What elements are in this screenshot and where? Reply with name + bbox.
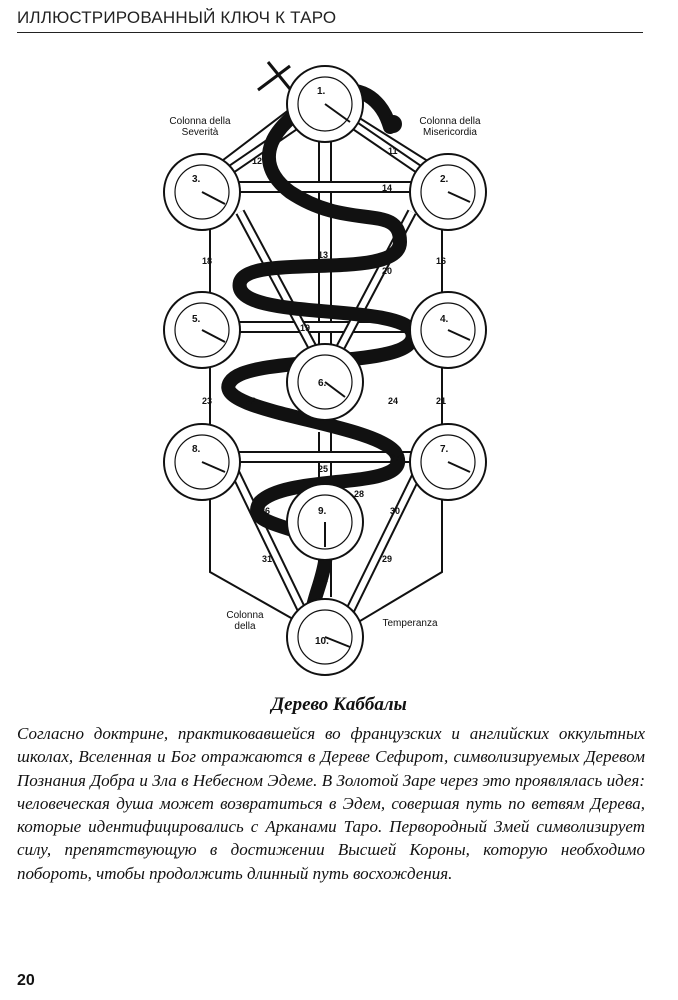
path-number: 17 (268, 266, 278, 276)
tree-of-life-diagram: 1. 2. 3. 4. 5. 6. 7. 8. 9. 10. 14 13 16 … (163, 61, 487, 676)
running-header: ИЛЛЮСТРИРОВАННЫЙ КЛЮЧ К ТАРО (17, 6, 643, 33)
sephira-label: 5. (192, 314, 201, 325)
sephira-label: 10. (315, 636, 329, 647)
body-paragraph: Согласно доктрине, практиковавшейся во ф… (17, 722, 645, 885)
paragraph-text: Согласно доктрине, практиковавшейся во ф… (17, 724, 645, 883)
sephira-label: 6. (318, 378, 327, 389)
path-number: 28 (354, 489, 364, 499)
path-number: 11 (388, 146, 398, 156)
sephira-label: 8. (192, 444, 201, 455)
path-number: 14 (382, 183, 392, 193)
path-number: 29 (382, 554, 392, 564)
page-number: 20 (17, 972, 35, 989)
serpent-head (384, 115, 402, 133)
path-number: 23 (202, 396, 212, 406)
path-number: 19 (300, 323, 310, 333)
sephira-label: 7. (440, 444, 449, 455)
sephira-label: 9. (318, 506, 327, 517)
path-number: 25 (318, 464, 328, 474)
path-number: 32 (318, 574, 328, 584)
path-number: 27 (390, 453, 400, 463)
header-title: ИЛЛЮСТРИРОВАННЫЙ КЛЮЧ К ТАРО (17, 8, 337, 27)
path-number: 26 (260, 506, 270, 516)
sephira-label: 4. (440, 314, 449, 325)
path-number: 21 (436, 396, 446, 406)
figure-caption: Дерево Каббалы (271, 694, 407, 715)
path-number: 24 (388, 396, 398, 406)
tree-of-life-figure: 1. 2. 3. 4. 5. 6. 7. 8. 9. 10. 14 13 16 … (150, 52, 510, 692)
path-number: 30 (390, 506, 400, 516)
path-number: 12 (252, 156, 262, 166)
path-number: 18 (202, 256, 212, 266)
column-label-severity: Colonna della Severità (169, 116, 231, 138)
sephira-label: 2. (440, 174, 449, 185)
path-number: 22 (246, 396, 256, 406)
column-label-temperance: Temperanza (382, 618, 438, 629)
sephira-label: 1. (317, 86, 326, 97)
path-number: 20 (382, 266, 392, 276)
sephira-label: 3. (192, 174, 201, 185)
column-label-mercy: Colonna della Misericordia (419, 116, 481, 138)
column-label-middle: Colonna della (226, 610, 264, 632)
path-number: 31 (262, 554, 272, 564)
path-number: 13 (318, 250, 328, 260)
path-number: 16 (436, 256, 446, 266)
